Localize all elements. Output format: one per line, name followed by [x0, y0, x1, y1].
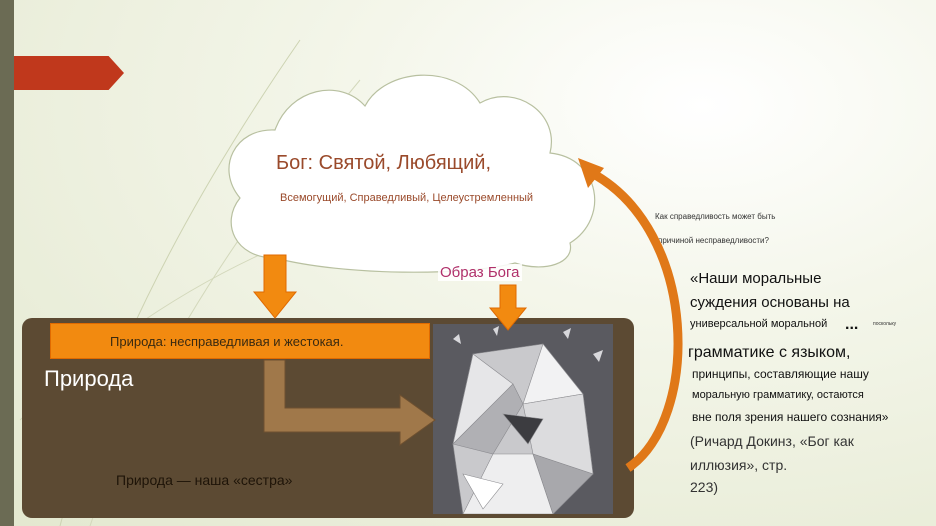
curved-arrow-icon [587, 168, 683, 472]
quote-line-5: принципы, составляющие нашу [692, 367, 869, 381]
left-border-bar [0, 0, 14, 526]
quote-small-note: поскольку [873, 321, 897, 327]
nature-sister-text: Природа — наша «сестра» [116, 472, 293, 488]
cloud-title: Бог: Святой, Любящий, [276, 152, 491, 174]
quote-line-2: суждения основаны на [690, 294, 850, 311]
quote-ellipsis: ... [845, 316, 859, 333]
quote-line-4: грамматике с языком, [688, 344, 851, 361]
question-line-1: Как справедливость может быть [655, 212, 776, 221]
bent-arrow-icon [263, 359, 436, 446]
question-line-2: причиной несправедливости? [658, 236, 769, 245]
quote-citation-3: 223) [690, 479, 719, 495]
quote-line-7: вне поля зрения нашего сознания» [692, 410, 889, 424]
image-of-god-label: Образ Бога [438, 264, 522, 281]
quote-citation-2: иллюзия», стр. [690, 457, 788, 473]
cloud-shape [228, 74, 596, 273]
down-arrow-right-icon [488, 284, 528, 331]
shattered-figure-image [433, 324, 613, 514]
cloud-subtitle: Всемогущий, Справедливый, Целеустремленн… [280, 192, 534, 204]
quote-citation-1: (Ричард Докинз, «Бог как [690, 433, 854, 449]
quote-line-1: «Наши моральные [690, 270, 822, 287]
quote-line-6: моральную грамматику, остаются [692, 389, 864, 401]
nature-injustice-text: Природа: несправедливая и жестокая. [110, 334, 344, 349]
down-arrow-left-icon [252, 254, 298, 319]
nature-title: Природа [44, 366, 134, 391]
nature-injustice-bar [50, 323, 430, 359]
red-arrow-tab [14, 56, 124, 90]
quote-line-3: универсальной моральной [690, 318, 828, 330]
